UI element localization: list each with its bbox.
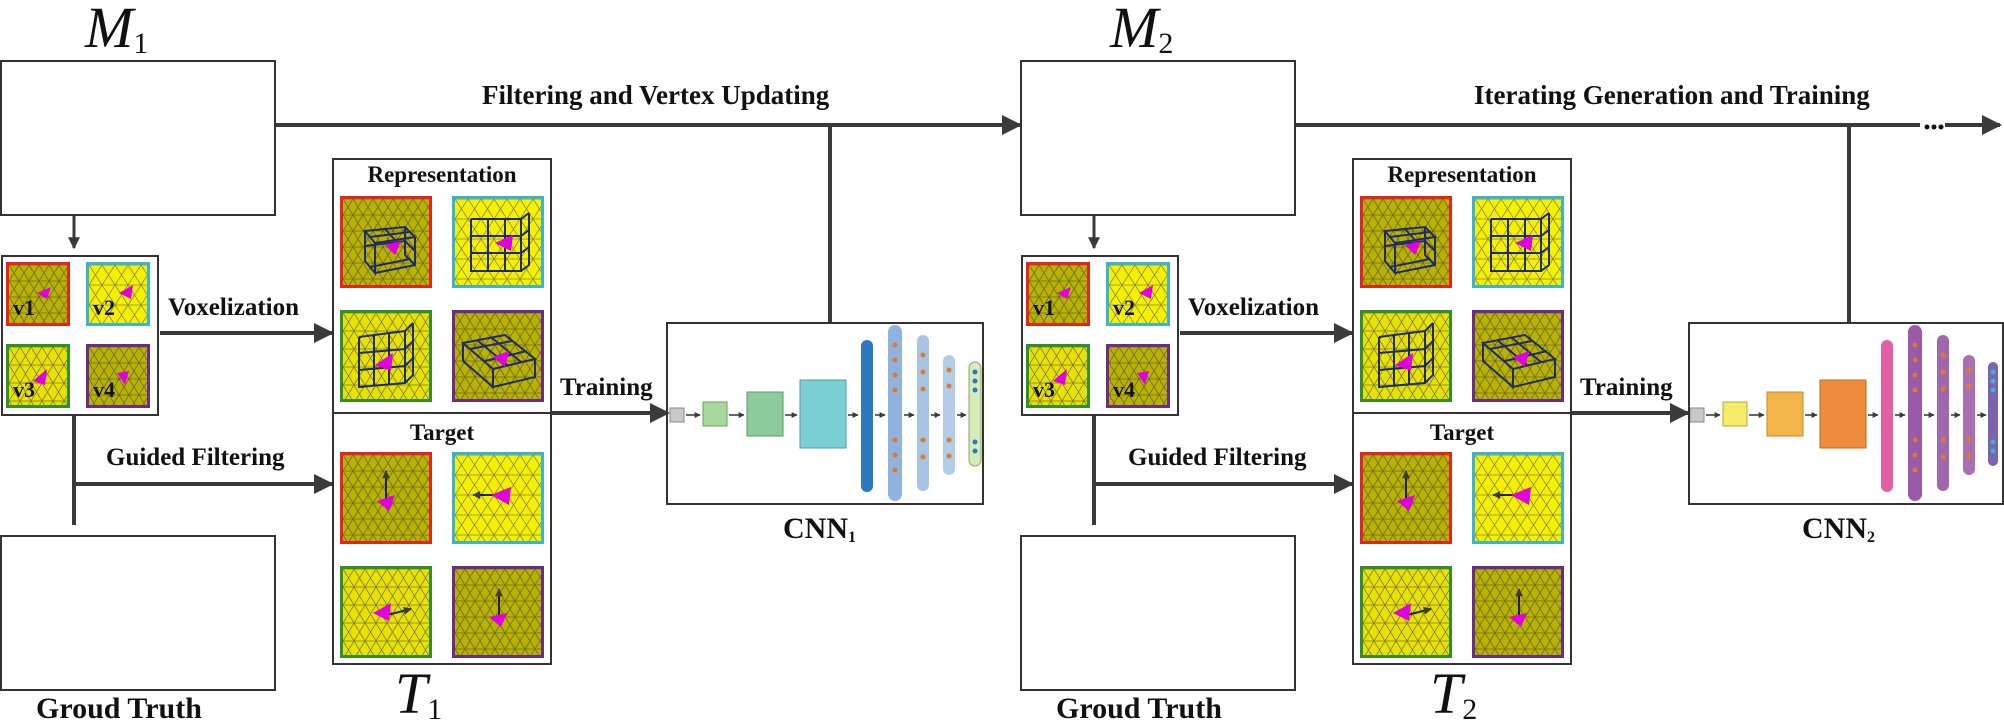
representation-tile-green-2 [1360, 310, 1452, 402]
cnn1-frame [666, 322, 984, 505]
vertex-tile-v4-2: v4 [1106, 344, 1170, 408]
header-target-2: Target [1429, 420, 1495, 445]
ground-truth-frame-2 [1020, 535, 1296, 691]
target-tile-green [340, 566, 432, 658]
header-representation-2: Representation [1387, 162, 1537, 187]
label-m1: M1 [85, 0, 149, 60]
cnn2-frame [1688, 322, 2004, 505]
target-tile-red-2 [1360, 452, 1452, 544]
vertex-tile-v4: v4 [86, 344, 150, 408]
target-tile-purple-2 [1472, 566, 1564, 658]
label-voxelization-2: Voxelization [1188, 294, 1320, 321]
target-tile-cyan-2 [1472, 452, 1564, 544]
vertex-tile-v3-2: v3 [1026, 344, 1090, 408]
target-tile-purple [452, 566, 544, 658]
representation-tile-purple [452, 310, 544, 402]
header-representation-1: Representation [367, 162, 517, 187]
target-tile-green-2 [1360, 566, 1452, 658]
target-tile-cyan [452, 452, 544, 544]
label-iterating: Iterating Generation and Training [1474, 80, 1870, 110]
vertex-tile-v3: v3 [6, 344, 70, 408]
mesh-m1-frame [0, 60, 276, 216]
mesh-m2-frame [1020, 60, 1296, 216]
label-training-2: Training [1580, 374, 1673, 401]
representation-tile-green [340, 310, 432, 402]
label-t2: T2 [1430, 661, 1478, 726]
label-guided-filtering-1: Guided Filtering [106, 444, 285, 471]
representation-tile-cyan [452, 196, 544, 288]
label-t1: T1 [395, 661, 443, 726]
vertex-tile-v2-2: v2 [1106, 262, 1170, 326]
cnn1-architecture [669, 325, 982, 501]
label-filtering-updating: Filtering and Vertex Updating [482, 80, 830, 110]
target-tile-red [340, 452, 432, 544]
label-ground-truth-2: Groud Truth [1056, 692, 1222, 725]
representation-tile-purple-2 [1472, 310, 1564, 402]
cnn2-architecture [1689, 325, 1998, 501]
ground-truth-frame-1 [0, 535, 276, 691]
vertex-tile-v1-2: v1 [1026, 262, 1090, 326]
vertex-tile-v2: v2 [86, 262, 150, 326]
header-target-1: Target [409, 420, 475, 445]
label-cnn1: CNN1 [783, 512, 856, 546]
vertex-tile-v1: v1 [6, 262, 70, 326]
representation-tile-cyan-2 [1472, 196, 1564, 288]
label-ground-truth-1: Groud Truth [36, 692, 202, 725]
label-voxelization-1: Voxelization [168, 294, 300, 321]
representation-tile-red [340, 196, 432, 288]
label-cnn2: CNN2 [1802, 512, 1875, 546]
label-training-1: Training [560, 374, 653, 401]
label-guided-filtering-2: Guided Filtering [1128, 444, 1307, 471]
label-m2: M2 [1110, 0, 1174, 60]
representation-tile-red-2 [1360, 196, 1452, 288]
